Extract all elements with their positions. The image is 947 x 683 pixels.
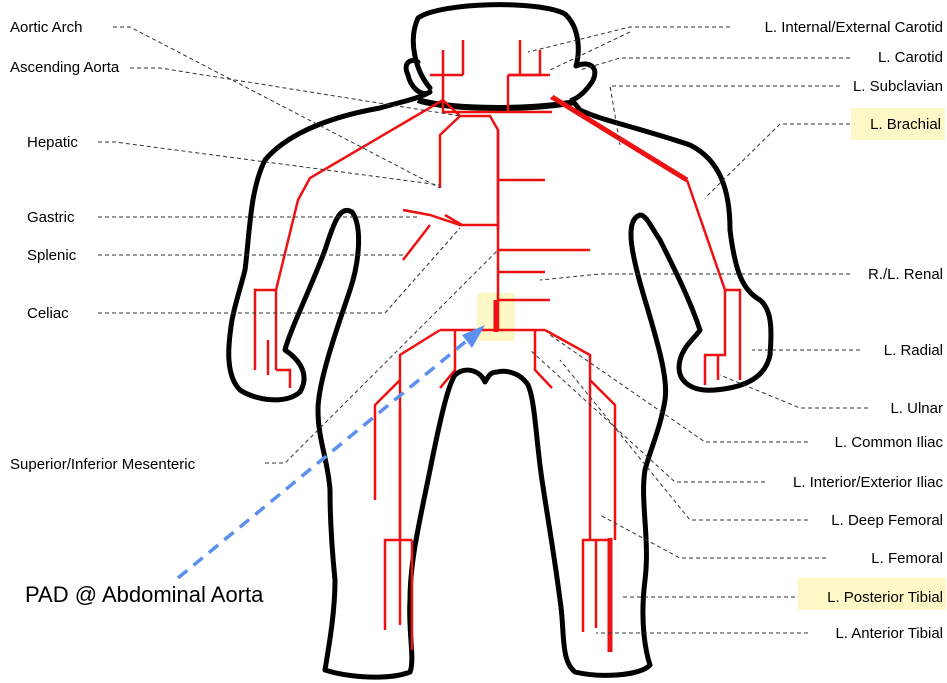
label-l-carotid: L. Carotid — [878, 49, 943, 66]
label-splenic: Splenic — [27, 247, 77, 264]
label-ascending-aorta: Ascending Aorta — [10, 59, 120, 76]
artery-r-femoral — [375, 380, 400, 540]
label-l-brachial: L. Brachial — [870, 116, 941, 133]
label-l-anterior-tibial: L. Anterior Tibial — [835, 625, 943, 642]
artery-r-carotid-head — [430, 40, 463, 100]
artery-r-arm — [255, 290, 290, 388]
artery-l-common-iliac — [545, 330, 590, 405]
label-gastric: Gastric — [27, 209, 75, 226]
label-l-deep-femoral: L. Deep Femoral — [831, 512, 943, 529]
label-l-radial: L. Radial — [884, 342, 943, 359]
label-l-femoral: L. Femoral — [871, 550, 943, 567]
label-celiac: Celiac — [27, 305, 69, 322]
artery-network — [255, 40, 740, 650]
artery-gastric-branch — [403, 210, 498, 260]
label-l-posterior-tibial: L. Posterior Tibial — [827, 589, 943, 606]
artery-l-forearm — [705, 290, 740, 385]
label-l-common-iliac: L. Common Iliac — [835, 434, 944, 451]
label-l-subclavian: L. Subclavian — [853, 78, 943, 95]
artery-l-carotid-head — [508, 40, 540, 75]
artery-ascending-aorta — [440, 100, 498, 230]
label-l-ulnar: L. Ulnar — [890, 400, 943, 417]
artery-l-int-iliac — [535, 330, 552, 388]
label-hepatic: Hepatic — [27, 134, 78, 151]
label-sup-inf-mesenteric: Superior/Inferior Mesenteric — [10, 456, 196, 473]
label-aortic-arch: Aortic Arch — [10, 19, 83, 36]
label-rl-renal: R./L. Renal — [868, 266, 943, 283]
label-l-int-ext-carotid: L. Internal/External Carotid — [765, 19, 943, 36]
label-pad-annotation: PAD @ Abdominal Aorta — [25, 582, 264, 607]
label-l-int-ext-iliac: L. Interior/Exterior Iliac — [793, 474, 944, 491]
artery-r-subclavian — [276, 100, 443, 290]
